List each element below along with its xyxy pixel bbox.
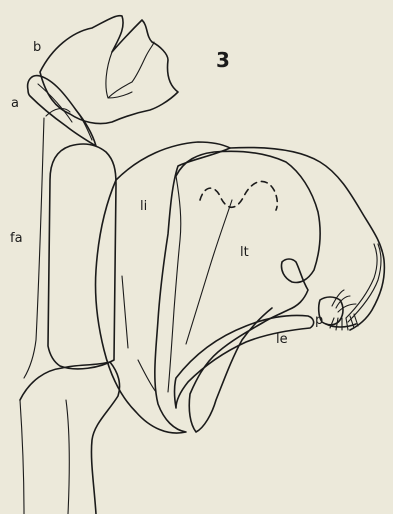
base-inner-line [66,400,69,514]
base-outline [20,362,120,514]
appendage-a-outline [28,76,96,146]
hidden-outline [200,181,277,210]
inner-margin [186,200,232,344]
label-a: a [11,97,19,110]
label-lt: lt [240,246,249,259]
label-fa: fa [10,232,23,245]
label-b: b [33,41,41,54]
label-p: p [315,314,323,327]
base-left-line [20,400,24,514]
label-li: li [140,200,147,213]
column-fa-outline [48,144,116,369]
label-le: le [276,333,288,346]
spur-outer [230,148,384,330]
column-fa-left-line [24,118,44,378]
lip-li-vein [122,276,156,392]
lip-le-outline [175,315,314,408]
lateral-lt-outline [176,151,320,432]
figure-number: 3 [216,50,230,70]
